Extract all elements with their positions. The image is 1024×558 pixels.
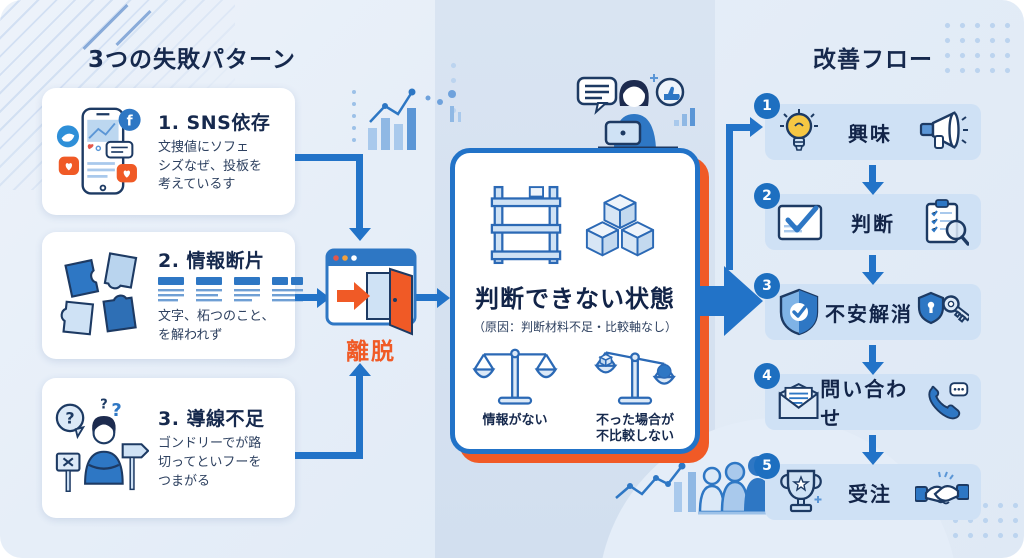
scale-caption: 情報がない xyxy=(482,413,548,428)
connector-line xyxy=(295,452,363,459)
center-state-box: 判断できない状態 （原因：判断材料不足・比較軸なし） 情報がない xyxy=(450,148,700,454)
confused-person-icon: ? ? ? xyxy=(54,393,150,503)
big-arrow xyxy=(697,266,763,336)
step-number-badge: 4 xyxy=(754,363,780,389)
svg-text:?: ? xyxy=(65,409,74,428)
step-number-badge: 3 xyxy=(754,273,780,299)
failure-box-fragments: 2. 情報断片 文字、柘つのこと、 を解われず xyxy=(42,232,303,359)
flow-step-inquiry: 4 問い合わせ xyxy=(754,363,981,430)
step-label: 問い合わせ xyxy=(820,377,909,430)
left-section-title: 3つの失敗パターン xyxy=(88,47,296,73)
growth-chart-icon xyxy=(352,88,461,150)
checklist-icon xyxy=(777,204,823,241)
step-number-badge: 5 xyxy=(754,453,780,479)
line-chart-icon xyxy=(615,462,696,512)
connector-line xyxy=(413,294,438,301)
arrowhead xyxy=(349,363,371,376)
shield-check-icon xyxy=(779,288,819,336)
trophy-icon xyxy=(780,469,822,513)
tilted-scale-icon xyxy=(594,351,676,405)
svg-text:?: ? xyxy=(111,400,121,421)
failure-heading: 1. SNS依存 xyxy=(158,111,271,134)
right-section-title: 改善フロー xyxy=(813,47,933,73)
puzzle-pieces-icon xyxy=(54,248,150,344)
arrowhead xyxy=(750,117,763,137)
browser-exit-door-icon xyxy=(325,248,417,336)
arrowhead xyxy=(862,182,884,195)
failure-box-sns: f 1. SNS依存 文捜値にソフェ シズなぜ、投板を 考えているす xyxy=(42,88,295,215)
arrowhead xyxy=(862,452,884,465)
dots-pattern xyxy=(940,18,1012,80)
step-label: 不安解消 xyxy=(825,301,913,326)
step-label: 受注 xyxy=(848,481,892,506)
scale-caption: 不った場合が 不比較しない xyxy=(595,413,674,445)
failure-heading: 2. 情報断片 xyxy=(158,249,265,272)
failure-box-navigation: ? ? ? 3. 導線不足 ゴンドリーでが路 切ってといフーを つまがる xyxy=(42,378,295,518)
phone-chat-icon xyxy=(928,382,969,420)
clipboard-magnifier-icon xyxy=(925,199,969,246)
connector-line xyxy=(869,255,876,272)
exit-label: 離脱 xyxy=(346,339,396,365)
balanced-scale-icon xyxy=(472,348,558,405)
flow-step-interest: 1 興味 xyxy=(754,93,981,160)
svg-text:?: ? xyxy=(100,398,108,413)
flow-step-reassurance: 3 不安解消 xyxy=(754,273,981,340)
connector-line xyxy=(726,124,751,131)
step-label: 興味 xyxy=(848,121,892,146)
failure-heading: 3. 導線不足 xyxy=(158,408,265,431)
connector-line xyxy=(869,165,876,182)
center-box-title: 判断できない状態 xyxy=(475,285,675,313)
envelope-icon xyxy=(778,382,819,420)
connector-line xyxy=(295,154,363,161)
failure-body: 文捜値にソフェ シズなぜ、投板を 考えているす xyxy=(158,139,263,193)
failure-body: ゴンドリーでが路 切ってといフーを つまがる xyxy=(158,436,262,489)
failure-body: 文字、柘つのこと、 を解われず xyxy=(158,308,275,343)
lock-key-icon xyxy=(917,291,969,325)
empty-shelf-icon xyxy=(490,185,562,265)
connector-line xyxy=(356,375,363,459)
connector-line xyxy=(726,124,733,270)
flow-step-order: 5 受注 xyxy=(754,453,981,520)
connector-line xyxy=(869,435,876,452)
woman-laptop-icon xyxy=(576,74,695,150)
arrowhead xyxy=(862,272,884,285)
arrowhead xyxy=(437,288,450,308)
svg-text:f: f xyxy=(127,113,134,129)
handshake-icon xyxy=(915,471,969,505)
lightbulb-icon xyxy=(780,109,818,151)
flow-step-judgment: 2 判断 xyxy=(754,183,981,250)
step-label: 判断 xyxy=(851,211,895,236)
connector-line xyxy=(356,154,363,228)
text-fragments-icon xyxy=(158,276,303,302)
arrowhead xyxy=(349,228,371,241)
stacked-cubes-icon xyxy=(585,193,655,257)
connector-line xyxy=(295,294,317,301)
step-number-badge: 1 xyxy=(754,93,780,119)
connector-line xyxy=(869,345,876,362)
step-number-badge: 2 xyxy=(754,183,780,209)
megaphone-icon xyxy=(919,111,968,149)
dots-pattern xyxy=(446,58,462,120)
smartphone-social-icon: f xyxy=(54,100,150,204)
center-box-subtitle: （原因：判断材料不足・比較軸なし） xyxy=(472,320,677,334)
arrowhead xyxy=(862,362,884,375)
